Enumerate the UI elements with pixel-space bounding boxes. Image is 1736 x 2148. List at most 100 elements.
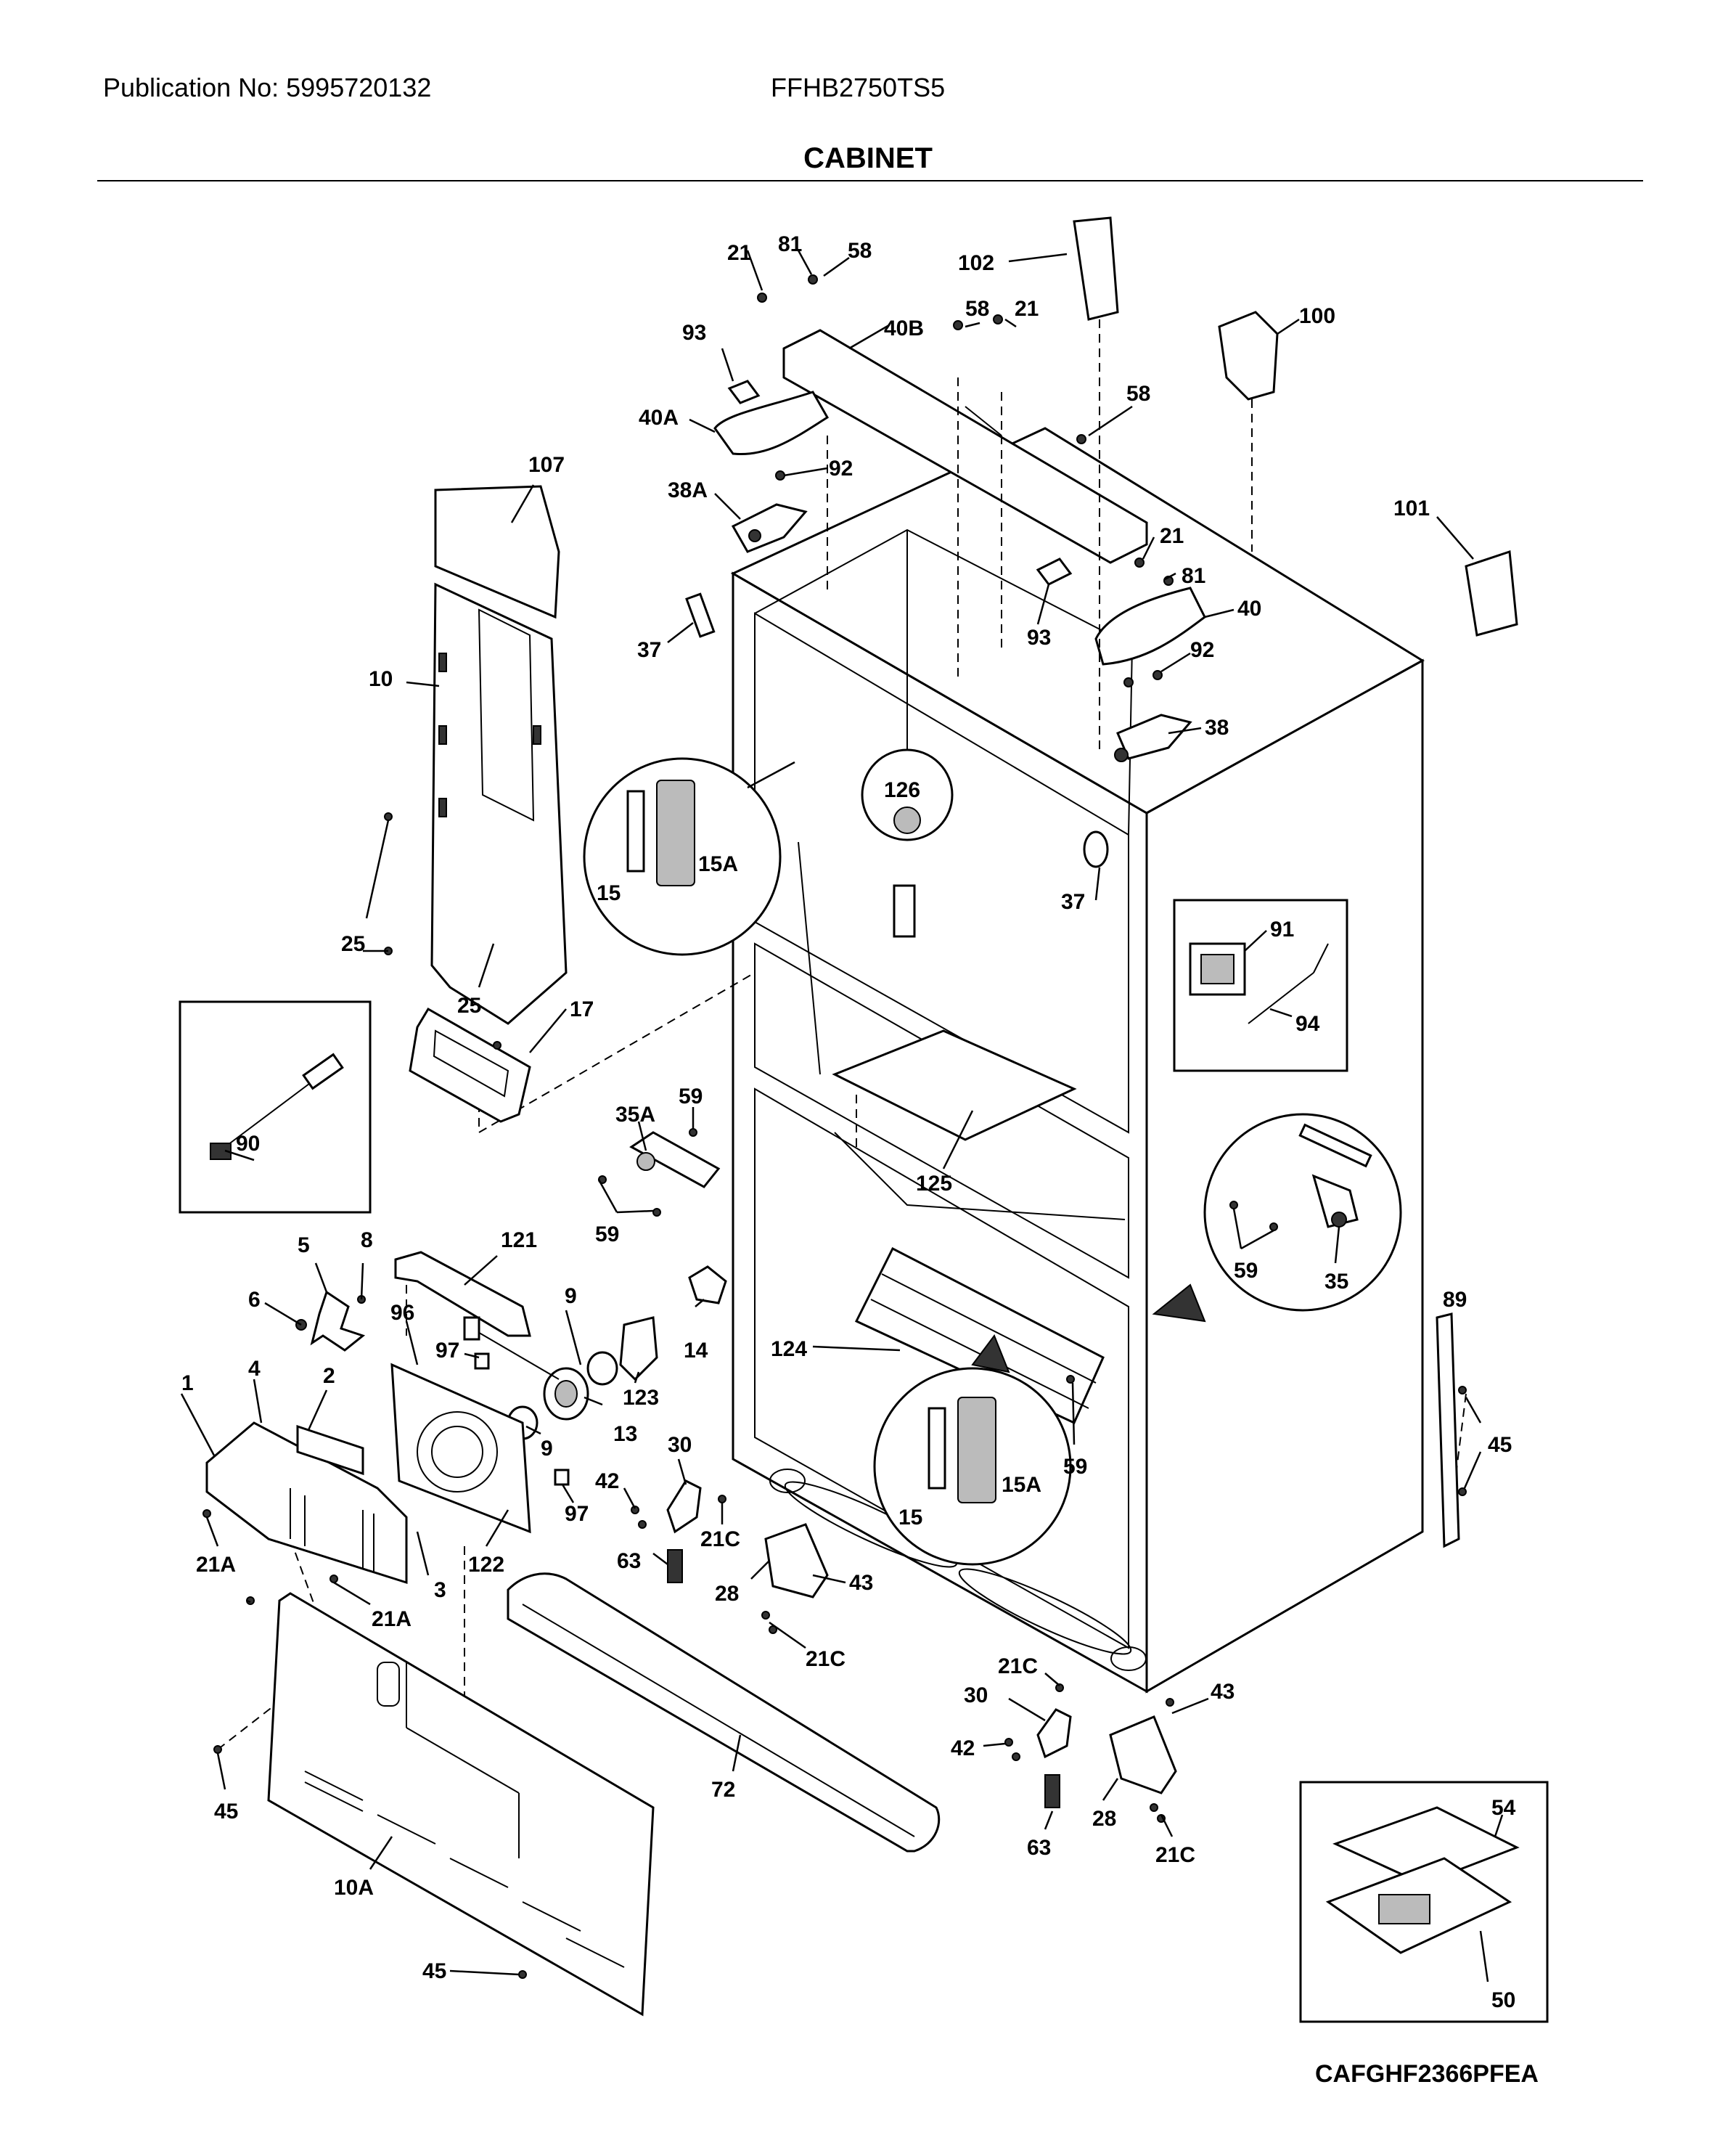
- label-40: 40: [1237, 597, 1261, 621]
- label-15: 15: [597, 881, 621, 905]
- label-92: 92: [829, 457, 853, 481]
- motor-13: [463, 1316, 618, 1440]
- label-96: 96: [390, 1301, 414, 1325]
- label-40B: 40B: [884, 317, 924, 340]
- label-21C: 21C: [700, 1527, 740, 1551]
- label-93: 93: [1027, 626, 1051, 650]
- label-50: 50: [1491, 1988, 1515, 2012]
- part-labels: 21 81 58 102 93 40B 58 21 100 40A 58 92 …: [181, 232, 1516, 2012]
- callout-box-90: [179, 1000, 372, 1214]
- label-58: 58: [1126, 382, 1150, 406]
- label-38: 38: [1205, 716, 1229, 740]
- duct-107: [434, 485, 560, 619]
- label-81: 81: [1182, 564, 1205, 588]
- label-10: 10: [369, 667, 393, 691]
- part-93-mid: [1036, 558, 1073, 586]
- label-4: 4: [248, 1357, 261, 1381]
- label-21C: 21C: [1155, 1843, 1195, 1867]
- side-panel-89: [1436, 1312, 1460, 1548]
- label-15A: 15A: [698, 852, 738, 876]
- publication-number: Publication No: 5995720132: [103, 73, 432, 102]
- label-9: 9: [541, 1437, 553, 1461]
- label-45: 45: [422, 1959, 446, 1983]
- label-5: 5: [298, 1233, 310, 1257]
- page-title: CABINET: [803, 142, 933, 174]
- model-number: FFHB2750TS5: [771, 73, 946, 102]
- label-124: 124: [771, 1337, 807, 1361]
- detail-circle-35: [1152, 1113, 1402, 1323]
- label-101: 101: [1393, 497, 1430, 520]
- leader-lines: [180, 250, 1504, 1982]
- bracket-30-left: [666, 1479, 702, 1534]
- label-58: 58: [965, 297, 989, 321]
- label-28: 28: [1092, 1807, 1116, 1831]
- toe-grille-72: [507, 1572, 941, 1853]
- label-28: 28: [715, 1582, 739, 1606]
- label-90: 90: [236, 1132, 260, 1156]
- fan-blade-5: [310, 1290, 366, 1352]
- label-121: 121: [501, 1228, 537, 1252]
- alignment-lines: [217, 319, 1467, 1786]
- hinge-38A: [731, 503, 808, 553]
- condenser-assembly-1: [205, 1421, 408, 1585]
- label-100: 100: [1299, 304, 1335, 328]
- label-37: 37: [1061, 890, 1085, 914]
- label-92: 92: [1190, 638, 1214, 662]
- label-63: 63: [617, 1549, 641, 1573]
- label-6: 6: [248, 1288, 261, 1312]
- label-21: 21: [1015, 297, 1039, 321]
- label-123: 123: [623, 1386, 659, 1410]
- label-30: 30: [964, 1683, 988, 1707]
- damper-123: [619, 1316, 658, 1381]
- label-45: 45: [1488, 1433, 1512, 1457]
- label-43: 43: [1211, 1680, 1235, 1704]
- label-21C: 21C: [806, 1647, 846, 1671]
- label-21: 21: [1160, 524, 1184, 548]
- hinge-38: [1114, 714, 1192, 762]
- bracket-121: [394, 1251, 531, 1337]
- lower-hinge-28-left: [764, 1523, 829, 1598]
- label-35A: 35A: [615, 1103, 655, 1127]
- label-25: 25: [341, 932, 365, 956]
- screws: [202, 274, 1467, 1979]
- detail-circle-126: [861, 748, 954, 938]
- bracket-30-right: [1036, 1708, 1072, 1759]
- label-3: 3: [434, 1578, 446, 1602]
- part-14: [688, 1265, 727, 1304]
- callout-box-50-54: [1299, 1781, 1549, 2023]
- leveler-63-right: [1044, 1774, 1060, 1808]
- label-30: 30: [668, 1433, 692, 1457]
- rear-access-cover-10A: [267, 1592, 655, 2017]
- label-97: 97: [565, 1502, 589, 1526]
- label-21: 21: [727, 241, 751, 265]
- callout-box-91-94: [1173, 899, 1348, 1072]
- label-93: 93: [682, 321, 706, 345]
- label-125: 125: [916, 1172, 952, 1196]
- diagram-code: CAFGHF2366PFEA: [1315, 2060, 1539, 2088]
- label-94: 94: [1295, 1012, 1320, 1036]
- label-59: 59: [595, 1222, 619, 1246]
- label-21C: 21C: [998, 1654, 1038, 1678]
- label-21A: 21A: [372, 1607, 412, 1631]
- top-hinge-cover-40B: [782, 329, 1148, 564]
- label-126: 126: [884, 778, 920, 802]
- label-1: 1: [181, 1371, 194, 1395]
- label-72: 72: [711, 1778, 735, 1802]
- label-122: 122: [468, 1553, 504, 1577]
- label-10A: 10A: [334, 1876, 374, 1900]
- label-81: 81: [778, 232, 802, 256]
- detail-circle-15-15a-top: [583, 757, 795, 956]
- lower-hinge-28-right: [1109, 1715, 1177, 1794]
- detail-circle-15-15a-bottom: [873, 1334, 1072, 1566]
- header-divider: [97, 180, 1643, 181]
- label-40A: 40A: [639, 406, 679, 430]
- label-15: 15: [898, 1506, 922, 1530]
- label-102: 102: [958, 251, 994, 275]
- label-17: 17: [570, 997, 594, 1021]
- label-9: 9: [565, 1284, 577, 1308]
- bracket-102: [1073, 216, 1119, 321]
- hinge-cover-40A: [713, 391, 830, 456]
- label-54: 54: [1491, 1796, 1516, 1820]
- evaporator-cover-10: [430, 582, 568, 1025]
